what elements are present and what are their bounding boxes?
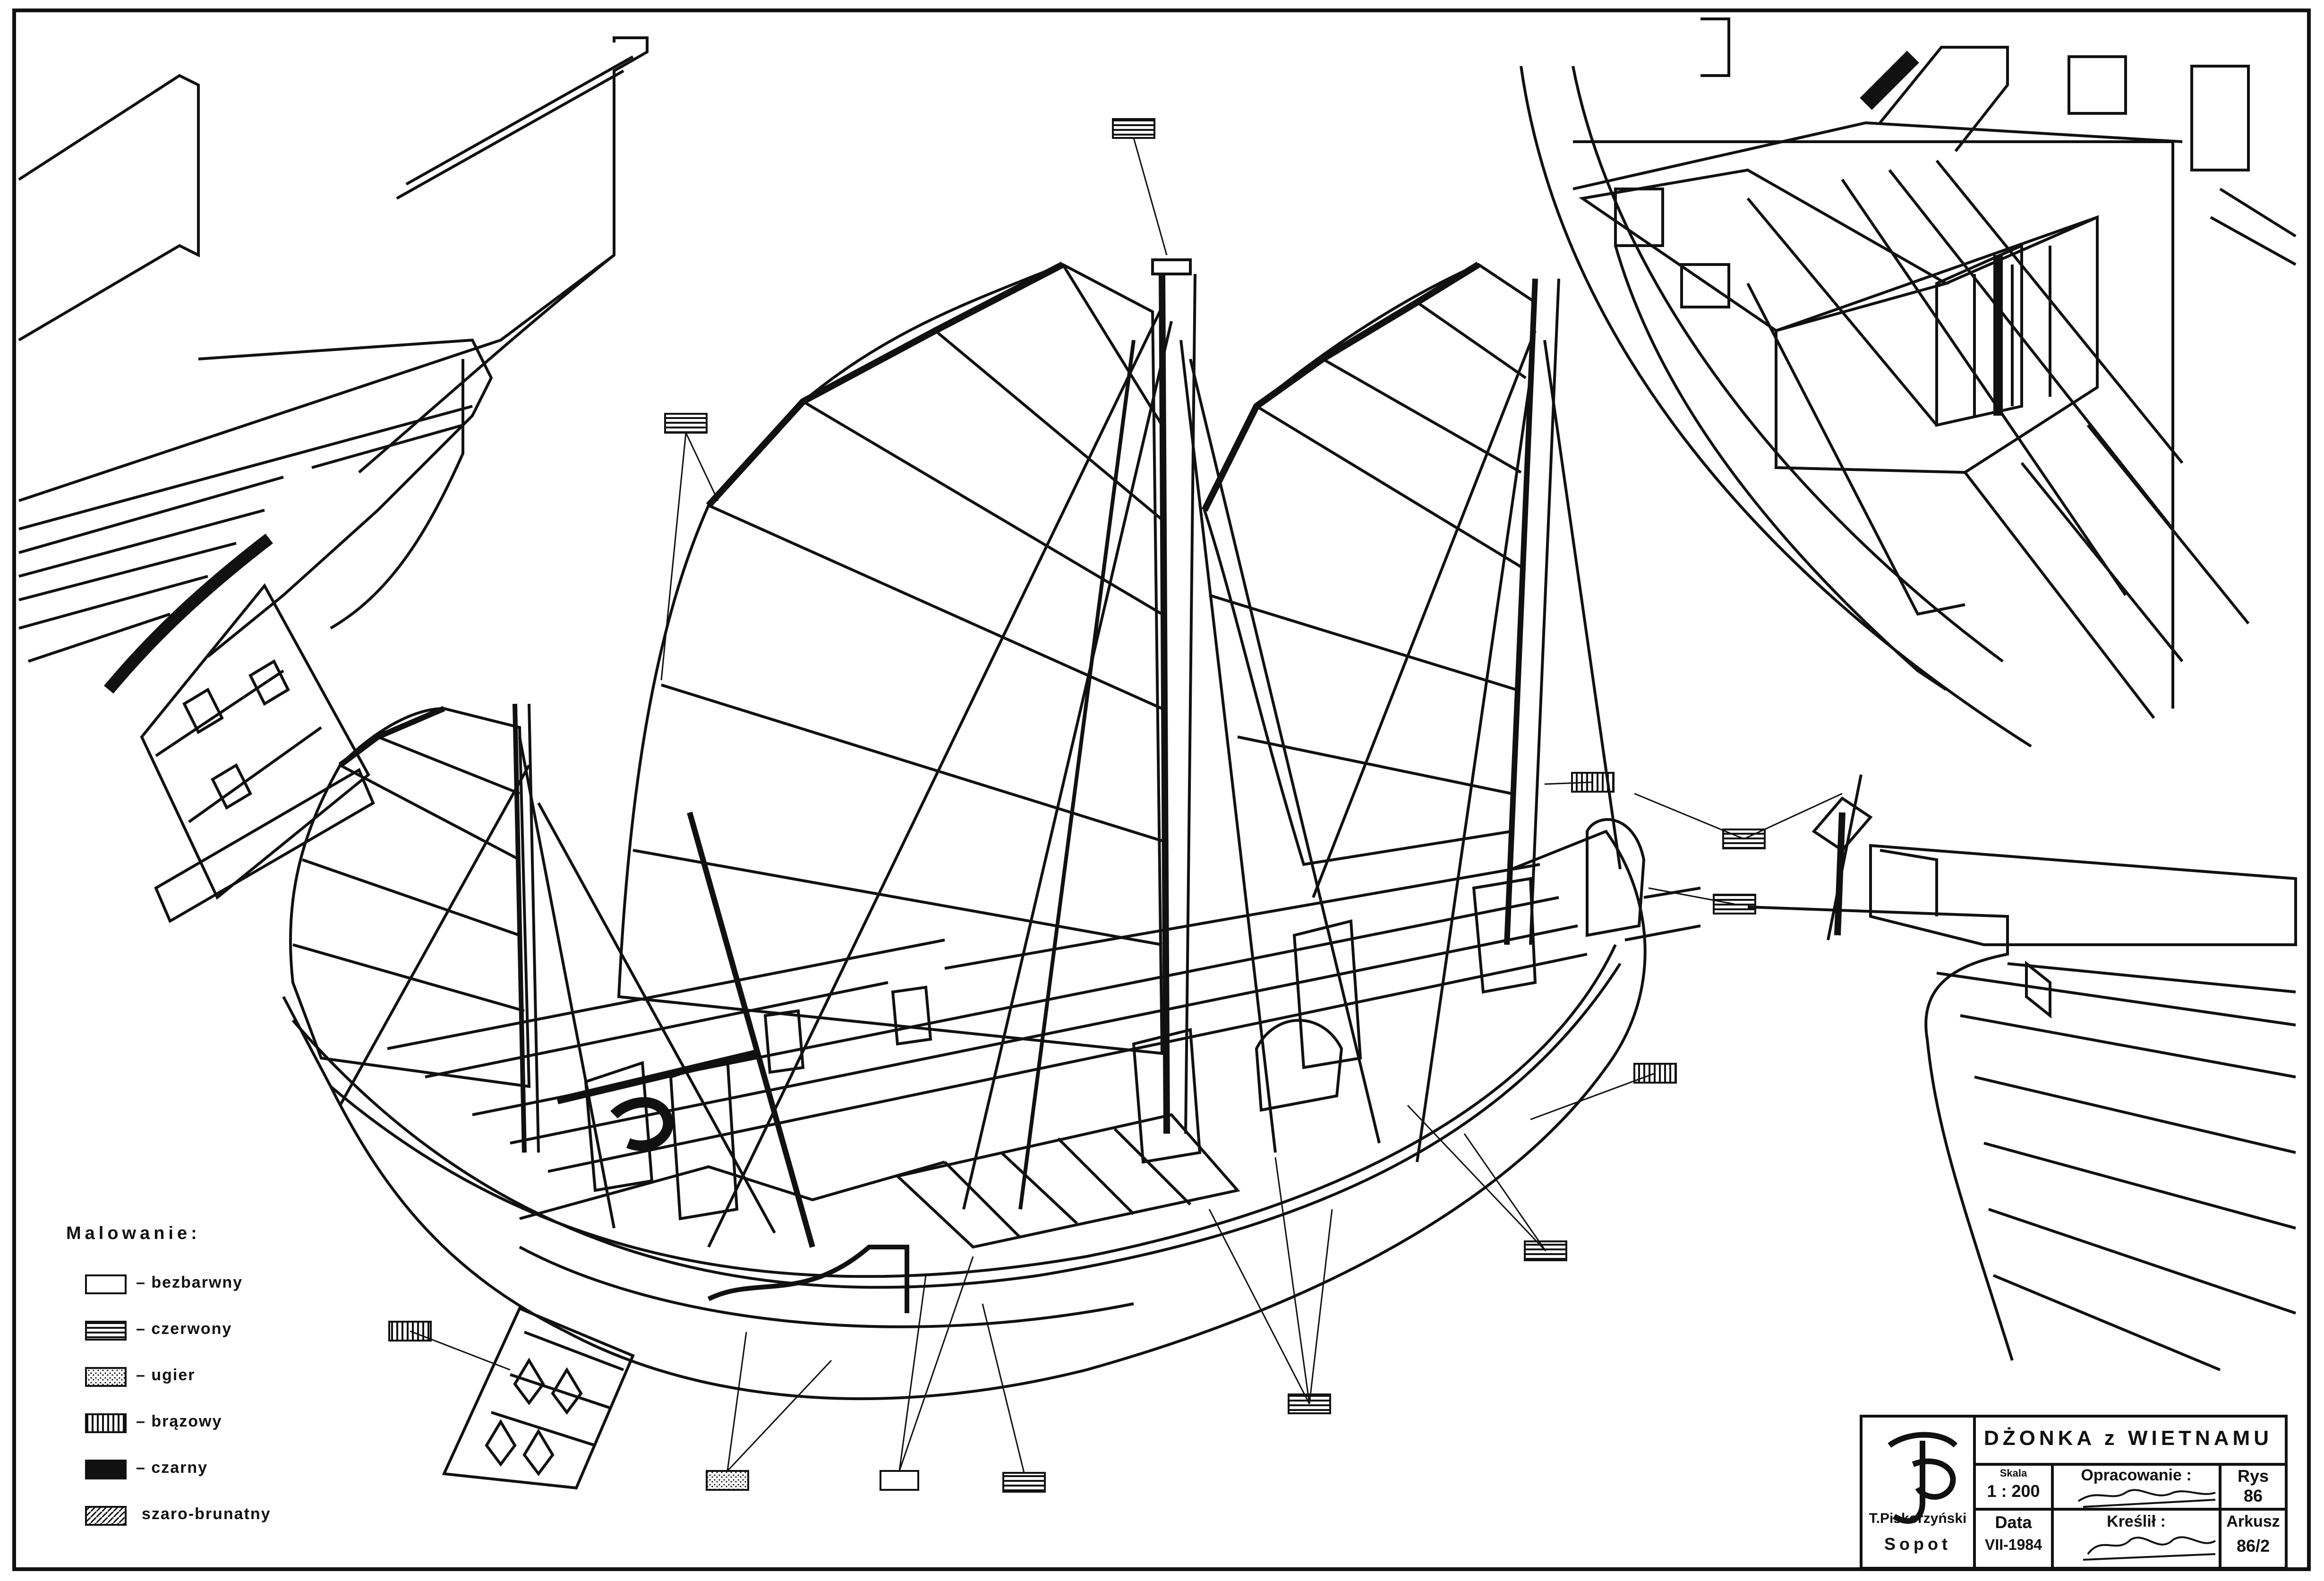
date-value: VII-1984 <box>1985 1536 2042 1553</box>
plate-label: Rys <box>2237 1466 2269 1486</box>
legend-label: szaro-brunatny <box>142 1505 271 1523</box>
legend-item-ugier: – ugier <box>85 1363 425 1392</box>
swatch-hlines <box>85 1321 127 1341</box>
deck-detail-view <box>1520 17 2297 748</box>
fore-sail <box>1203 263 1537 866</box>
scale-value: 1 : 200 <box>1987 1481 2040 1501</box>
callout-ugier <box>706 1470 749 1491</box>
deck-hatch <box>894 1113 1240 1249</box>
date-label: Data <box>1995 1513 2032 1532</box>
scale-label: Skala <box>1999 1467 2027 1479</box>
legend-label: – ugier <box>136 1366 196 1384</box>
plate-number: 86 <box>2243 1486 2263 1505</box>
callout-czerwony <box>1002 1472 1046 1493</box>
hull-outline <box>282 829 1647 1401</box>
signature-drawn <box>2083 1536 2216 1561</box>
swatch-diag <box>85 1506 127 1526</box>
mizzen-sail <box>289 707 531 1088</box>
signature-prepared <box>2077 1489 2216 1508</box>
callout-czerwony <box>664 413 708 434</box>
sheet-border <box>12 9 2311 1571</box>
swatch-solid <box>85 1460 127 1479</box>
legend-item-bezbarwny: – bezbarwny <box>85 1271 425 1299</box>
callout-bezbarwny <box>880 1470 919 1491</box>
junk-main-view <box>282 258 1701 1490</box>
legend-label: – bezbarwny <box>136 1273 243 1291</box>
swatch-blank <box>85 1274 127 1294</box>
bow-detail-view <box>1747 774 2297 1371</box>
legend-item-brazowy: – brązowy <box>85 1410 425 1438</box>
author-name: T.Piskorzyński <box>1869 1511 1967 1526</box>
main-sail <box>617 263 1164 1055</box>
title-block: DŻONKA z WIETNAMU T.Piskorzyński Sopot S… <box>1861 1416 2286 1568</box>
swatch-dots <box>85 1367 127 1387</box>
main-mast <box>1159 273 1170 1134</box>
prepared-label: Opracowanie : <box>2081 1466 2192 1484</box>
sheet-label: Arkusz <box>2226 1513 2280 1530</box>
legend-label: – czarny <box>136 1459 208 1477</box>
painting-legend: Malowanie: – bezbarwny – czerwony – ugie… <box>66 1223 425 1535</box>
maker-monogram <box>1888 1432 1958 1524</box>
legend-label: – czerwony <box>136 1320 232 1338</box>
stern-detail-view <box>18 36 649 923</box>
mizzen-mast <box>513 703 527 1153</box>
legend-title: Malowanie: <box>66 1223 201 1243</box>
legend-item-czarny: – czarny <box>85 1456 425 1484</box>
sheet-number: 86/2 <box>2236 1536 2270 1555</box>
drawing-title: DŻONKA z WIETNAMU <box>1984 1427 2273 1450</box>
callout-czerwony <box>1112 118 1155 139</box>
legend-label: – brązowy <box>136 1412 222 1430</box>
author-city: Sopot <box>1884 1534 1951 1554</box>
swatch-vlines <box>85 1413 127 1433</box>
drawn-label: Kreślił : <box>2107 1513 2166 1530</box>
title-block-frame <box>1860 1415 2288 1570</box>
legend-item-czerwony: – czerwony <box>85 1317 425 1345</box>
color-callouts <box>388 118 1843 1493</box>
rudder <box>442 1307 635 1490</box>
legend-item-szaro-brunatny: szaro-brunatny <box>85 1502 425 1530</box>
